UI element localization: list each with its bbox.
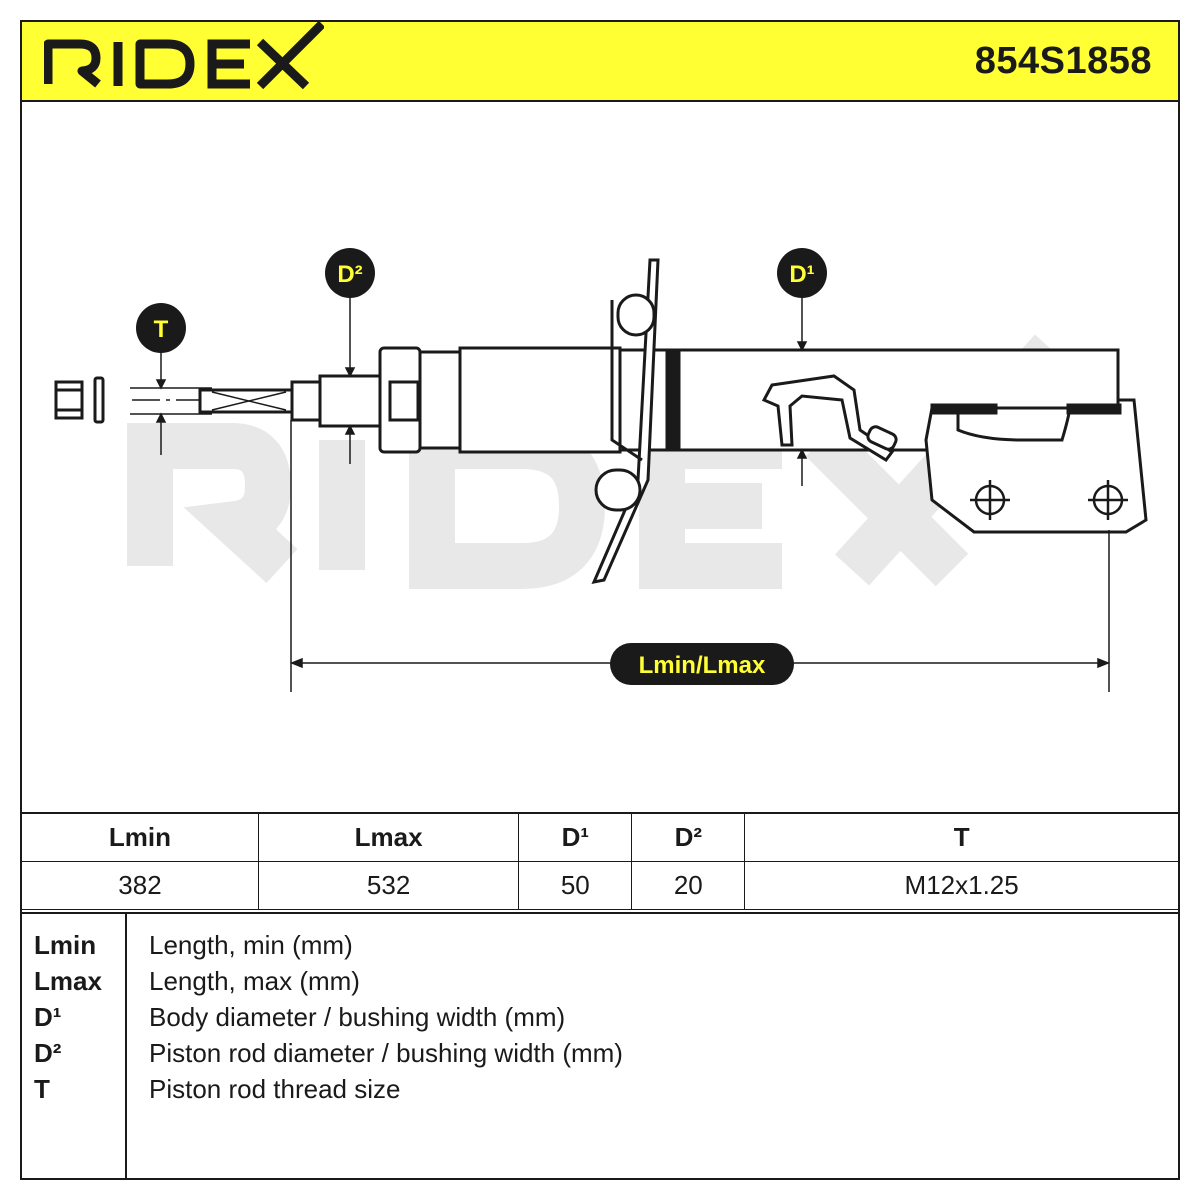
t-badge-label: T [154, 316, 169, 343]
value-t: M12x1.25 [744, 861, 1178, 910]
mounting-holes [970, 480, 1128, 520]
legend-text: Length, max (mm) [149, 966, 360, 996]
sheet-frame [20, 20, 1180, 1180]
legend-text: Body diameter / bushing width (mm) [149, 1002, 566, 1032]
d2-badge-label: D² [337, 261, 362, 288]
legend-divider [125, 914, 127, 1180]
d1-badge: D¹ [777, 248, 827, 298]
legend-item: Lmin Length, min (mm) [22, 930, 1178, 966]
legend-key: D¹ [34, 1002, 62, 1032]
specs-table: Lmin Lmax D¹ D² T 382 532 50 20 M12x1.25 [22, 812, 1178, 910]
header-d1: D¹ [518, 812, 633, 862]
specs-header-row: Lmin Lmax D¹ D² T [22, 812, 1178, 862]
d2-badge: D² [325, 248, 375, 298]
value-d1: 50 [518, 861, 633, 910]
legend-text: Piston rod diameter / bushing width (mm) [149, 1038, 623, 1068]
legend-item: Lmax Length, max (mm) [22, 966, 1178, 1002]
legend-item: T Piston rod thread size [22, 1074, 1178, 1110]
header-bar: 854S1858 [22, 22, 1178, 102]
d1-badge-label: D¹ [789, 261, 814, 288]
header-lmin: Lmin [22, 812, 259, 862]
value-d2: 20 [631, 861, 746, 910]
legend-text: Piston rod thread size [149, 1074, 401, 1104]
strut-body [591, 258, 1148, 585]
t-dimension [130, 350, 212, 455]
nut-washer [54, 376, 105, 424]
header-lmax: Lmax [257, 812, 520, 862]
legend-item: D² Piston rod diameter / bushing width (… [22, 1038, 1178, 1074]
legend-key: T [34, 1074, 50, 1104]
legend-item: D¹ Body diameter / bushing width (mm) [22, 1002, 1178, 1038]
legend-text: Length, min (mm) [149, 930, 353, 960]
legend-key: D² [34, 1038, 62, 1068]
legend-key: Lmax [34, 966, 102, 996]
technical-drawing: T D² D¹ Lmin/Lmax [22, 100, 1178, 812]
length-badge-label: Lmin/Lmax [639, 652, 766, 679]
header-d2: D² [631, 812, 746, 862]
value-lmax: 532 [257, 861, 520, 910]
length-badge: Lmin/Lmax [610, 643, 794, 685]
header-t: T [744, 812, 1178, 862]
value-lmin: 382 [22, 861, 259, 910]
part-number: 854S1858 [974, 40, 1152, 82]
d1-dimension [796, 290, 808, 486]
specs-value-row: 382 532 50 20 M12x1.25 [22, 861, 1178, 910]
d2-dimension [344, 290, 356, 464]
legend: Lmin Length, min (mm) Lmax Length, max (… [22, 912, 1178, 1180]
legend-key: Lmin [34, 930, 97, 960]
brand-logo [44, 22, 324, 90]
t-badge: T [136, 303, 186, 353]
piston-rod [198, 346, 622, 454]
